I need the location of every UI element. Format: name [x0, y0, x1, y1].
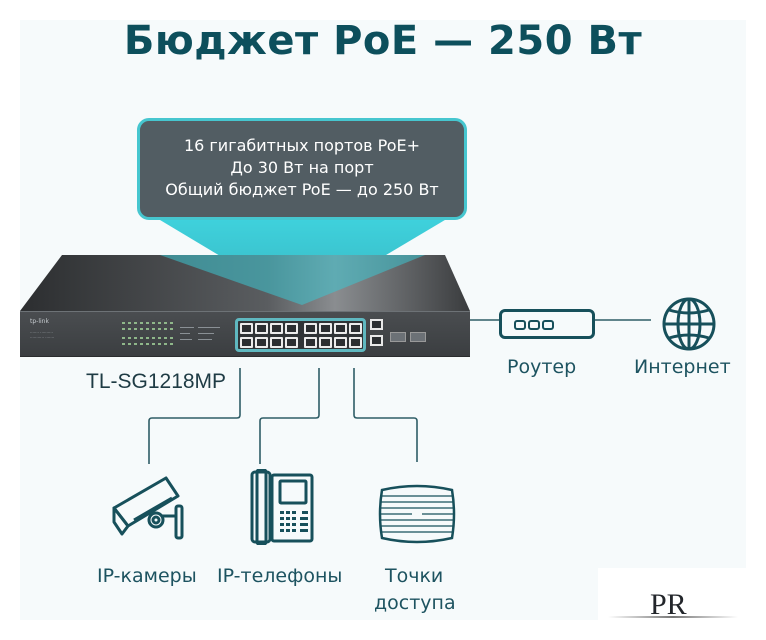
status-led — [146, 322, 149, 324]
status-led — [164, 343, 167, 345]
page-title: Бюджет PoE — 250 Вт — [123, 18, 643, 64]
device-label-ap-line2: доступа — [374, 592, 456, 614]
status-led — [158, 337, 161, 339]
device-label-cameras: IP-камеры — [97, 565, 197, 587]
status-led — [134, 343, 137, 345]
device-label-ap-line1: Точки — [385, 565, 444, 587]
status-led — [140, 337, 143, 339]
switch-device: tp-link ······· ····················· ··… — [20, 247, 470, 357]
status-led — [122, 322, 125, 324]
pr-logo-icon: PR — [608, 588, 738, 621]
switch-model-label: TL-SG1218MP — [86, 370, 227, 393]
status-led — [152, 322, 155, 324]
status-led — [134, 337, 137, 339]
status-led — [164, 328, 167, 330]
callout-box: 16 гигабитных портов PoE+ До 30 Вт на по… — [137, 118, 467, 220]
led-legend — [180, 324, 225, 344]
status-led — [128, 328, 131, 330]
status-led — [140, 322, 143, 324]
status-led — [152, 328, 155, 330]
router-label: Роутер — [507, 356, 577, 378]
poe-port-3[interactable] — [255, 323, 268, 334]
internet-label: Интернет — [634, 356, 731, 378]
poe-port-13[interactable] — [334, 323, 347, 334]
svg-text:PR: PR — [650, 588, 687, 621]
status-led — [146, 343, 149, 345]
phone-icon[interactable] — [250, 469, 316, 545]
device-label-phones: IP-телефоны — [217, 565, 343, 587]
status-led — [134, 328, 137, 330]
poe-port-6[interactable] — [270, 337, 283, 348]
status-led — [140, 343, 143, 345]
status-led — [170, 343, 173, 345]
status-led — [164, 337, 167, 339]
status-led — [164, 322, 167, 324]
callout-line-ports: 16 гигабитных портов PoE+ — [183, 136, 421, 155]
status-led — [152, 337, 155, 339]
status-led — [158, 328, 161, 330]
status-leds — [112, 320, 178, 348]
status-led — [128, 337, 131, 339]
poe-port-9[interactable] — [304, 323, 317, 334]
status-led — [128, 322, 131, 324]
status-led — [170, 337, 173, 339]
brand-logo: tp-link — [30, 318, 49, 325]
watermark: PR — [598, 568, 748, 628]
callout-line-per-port: До 30 Вт на порт — [230, 158, 374, 177]
poe-ports-highlight[interactable] — [235, 318, 366, 352]
poe-port-2[interactable] — [240, 337, 253, 348]
router-icon[interactable] — [499, 309, 595, 339]
poe-port-7[interactable] — [285, 323, 298, 334]
status-led — [122, 337, 125, 339]
status-led — [122, 328, 125, 330]
switch-top-panel — [20, 255, 470, 311]
sfp-slot-2[interactable] — [410, 332, 426, 342]
status-led — [134, 322, 137, 324]
sfp-slot-1[interactable] — [390, 332, 406, 342]
brand-subtext: ······· ····················· ······· — [30, 330, 55, 340]
uplink-port-18[interactable] — [370, 335, 383, 346]
poe-port-8[interactable] — [285, 337, 298, 348]
poe-port-11[interactable] — [319, 323, 332, 334]
poe-port-12[interactable] — [319, 337, 332, 348]
access-point-icon[interactable] — [376, 484, 458, 544]
callout-line-budget: Общий бюджет PoE — до 250 Вт — [165, 180, 439, 199]
status-led — [170, 328, 173, 330]
poe-port-4[interactable] — [255, 337, 268, 348]
globe-icon[interactable] — [661, 296, 717, 352]
status-led — [146, 328, 149, 330]
status-led — [158, 343, 161, 345]
poe-port-10[interactable] — [304, 337, 317, 348]
status-led — [146, 337, 149, 339]
status-led — [170, 322, 173, 324]
poe-port-16[interactable] — [349, 337, 362, 348]
poe-port-15[interactable] — [349, 323, 362, 334]
poe-port-14[interactable] — [334, 337, 347, 348]
switch-front-panel: tp-link ······· ····················· ··… — [20, 311, 470, 357]
camera-icon[interactable] — [110, 470, 196, 542]
status-led — [140, 328, 143, 330]
poe-port-1[interactable] — [240, 323, 253, 334]
status-led — [122, 343, 125, 345]
status-led — [152, 343, 155, 345]
status-led — [158, 322, 161, 324]
poe-port-5[interactable] — [270, 323, 283, 334]
status-led — [128, 343, 131, 345]
uplink-port-17[interactable] — [370, 319, 383, 330]
